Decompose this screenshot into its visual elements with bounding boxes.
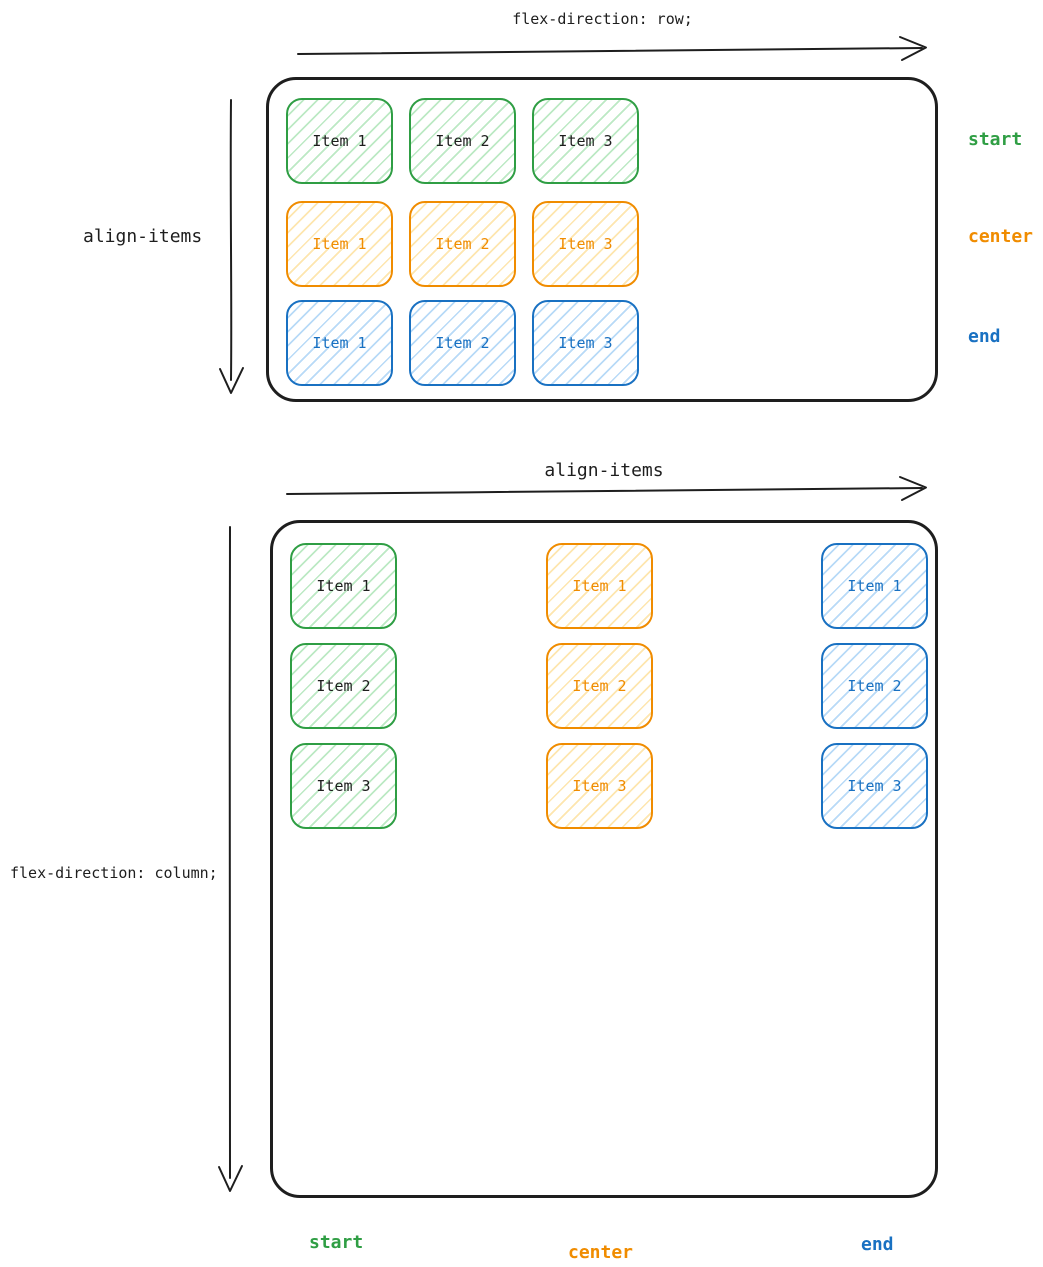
row-group-start: Item 1 Item 2 Item 3 [286, 98, 639, 184]
column-value-label-start: start [309, 1232, 364, 1253]
flex-item: Item 3 [546, 743, 653, 829]
flex-item: Item 1 [290, 543, 397, 629]
flex-item: Item 1 [546, 543, 653, 629]
row-cross-axis-label: align-items [83, 226, 203, 247]
flex-item: Item 2 [546, 643, 653, 729]
flex-item: Item 3 [290, 743, 397, 829]
column-group-start: Item 1 Item 2 Item 3 [290, 543, 397, 829]
flex-item: Item 3 [532, 201, 639, 287]
flex-item: Item 2 [290, 643, 397, 729]
column-main-axis-label: align-items [544, 460, 664, 481]
column-cross-axis-arrow [218, 526, 243, 1192]
row-value-label-end: end [968, 326, 1001, 347]
flex-item: Item 1 [286, 300, 393, 386]
column-group-center: Item 1 Item 2 Item 3 [546, 543, 653, 829]
column-value-label-center: center [568, 1242, 634, 1263]
flex-item: Item 2 [409, 300, 516, 386]
row-group-center: Item 1 Item 2 Item 3 [286, 201, 639, 287]
row-value-label-center: center [968, 226, 1034, 247]
row-group-end: Item 1 Item 2 Item 3 [286, 300, 639, 386]
row-main-axis-arrow [297, 36, 927, 61]
row-main-axis-label: flex-direction: row; [512, 10, 693, 28]
flex-item: Item 1 [286, 201, 393, 287]
flex-item: Item 2 [821, 643, 928, 729]
flex-item: Item 1 [821, 543, 928, 629]
column-flex-container: Item 1 Item 2 Item 3 Item 1 Item 2 Item … [270, 520, 938, 1198]
row-value-label-start: start [968, 129, 1023, 150]
column-cross-axis-label: flex-direction: column; [10, 864, 218, 882]
flex-item: Item 2 [409, 98, 516, 184]
row-cross-axis-arrow [219, 99, 244, 394]
flex-item: Item 3 [821, 743, 928, 829]
flex-item: Item 2 [409, 201, 516, 287]
row-flex-container: Item 1 Item 2 Item 3 Item 1 Item 2 Item … [266, 77, 938, 402]
column-group-end: Item 1 Item 2 Item 3 [821, 543, 928, 829]
flex-item: Item 1 [286, 98, 393, 184]
flex-item: Item 3 [532, 300, 639, 386]
flex-item: Item 3 [532, 98, 639, 184]
column-value-label-end: end [861, 1234, 894, 1255]
